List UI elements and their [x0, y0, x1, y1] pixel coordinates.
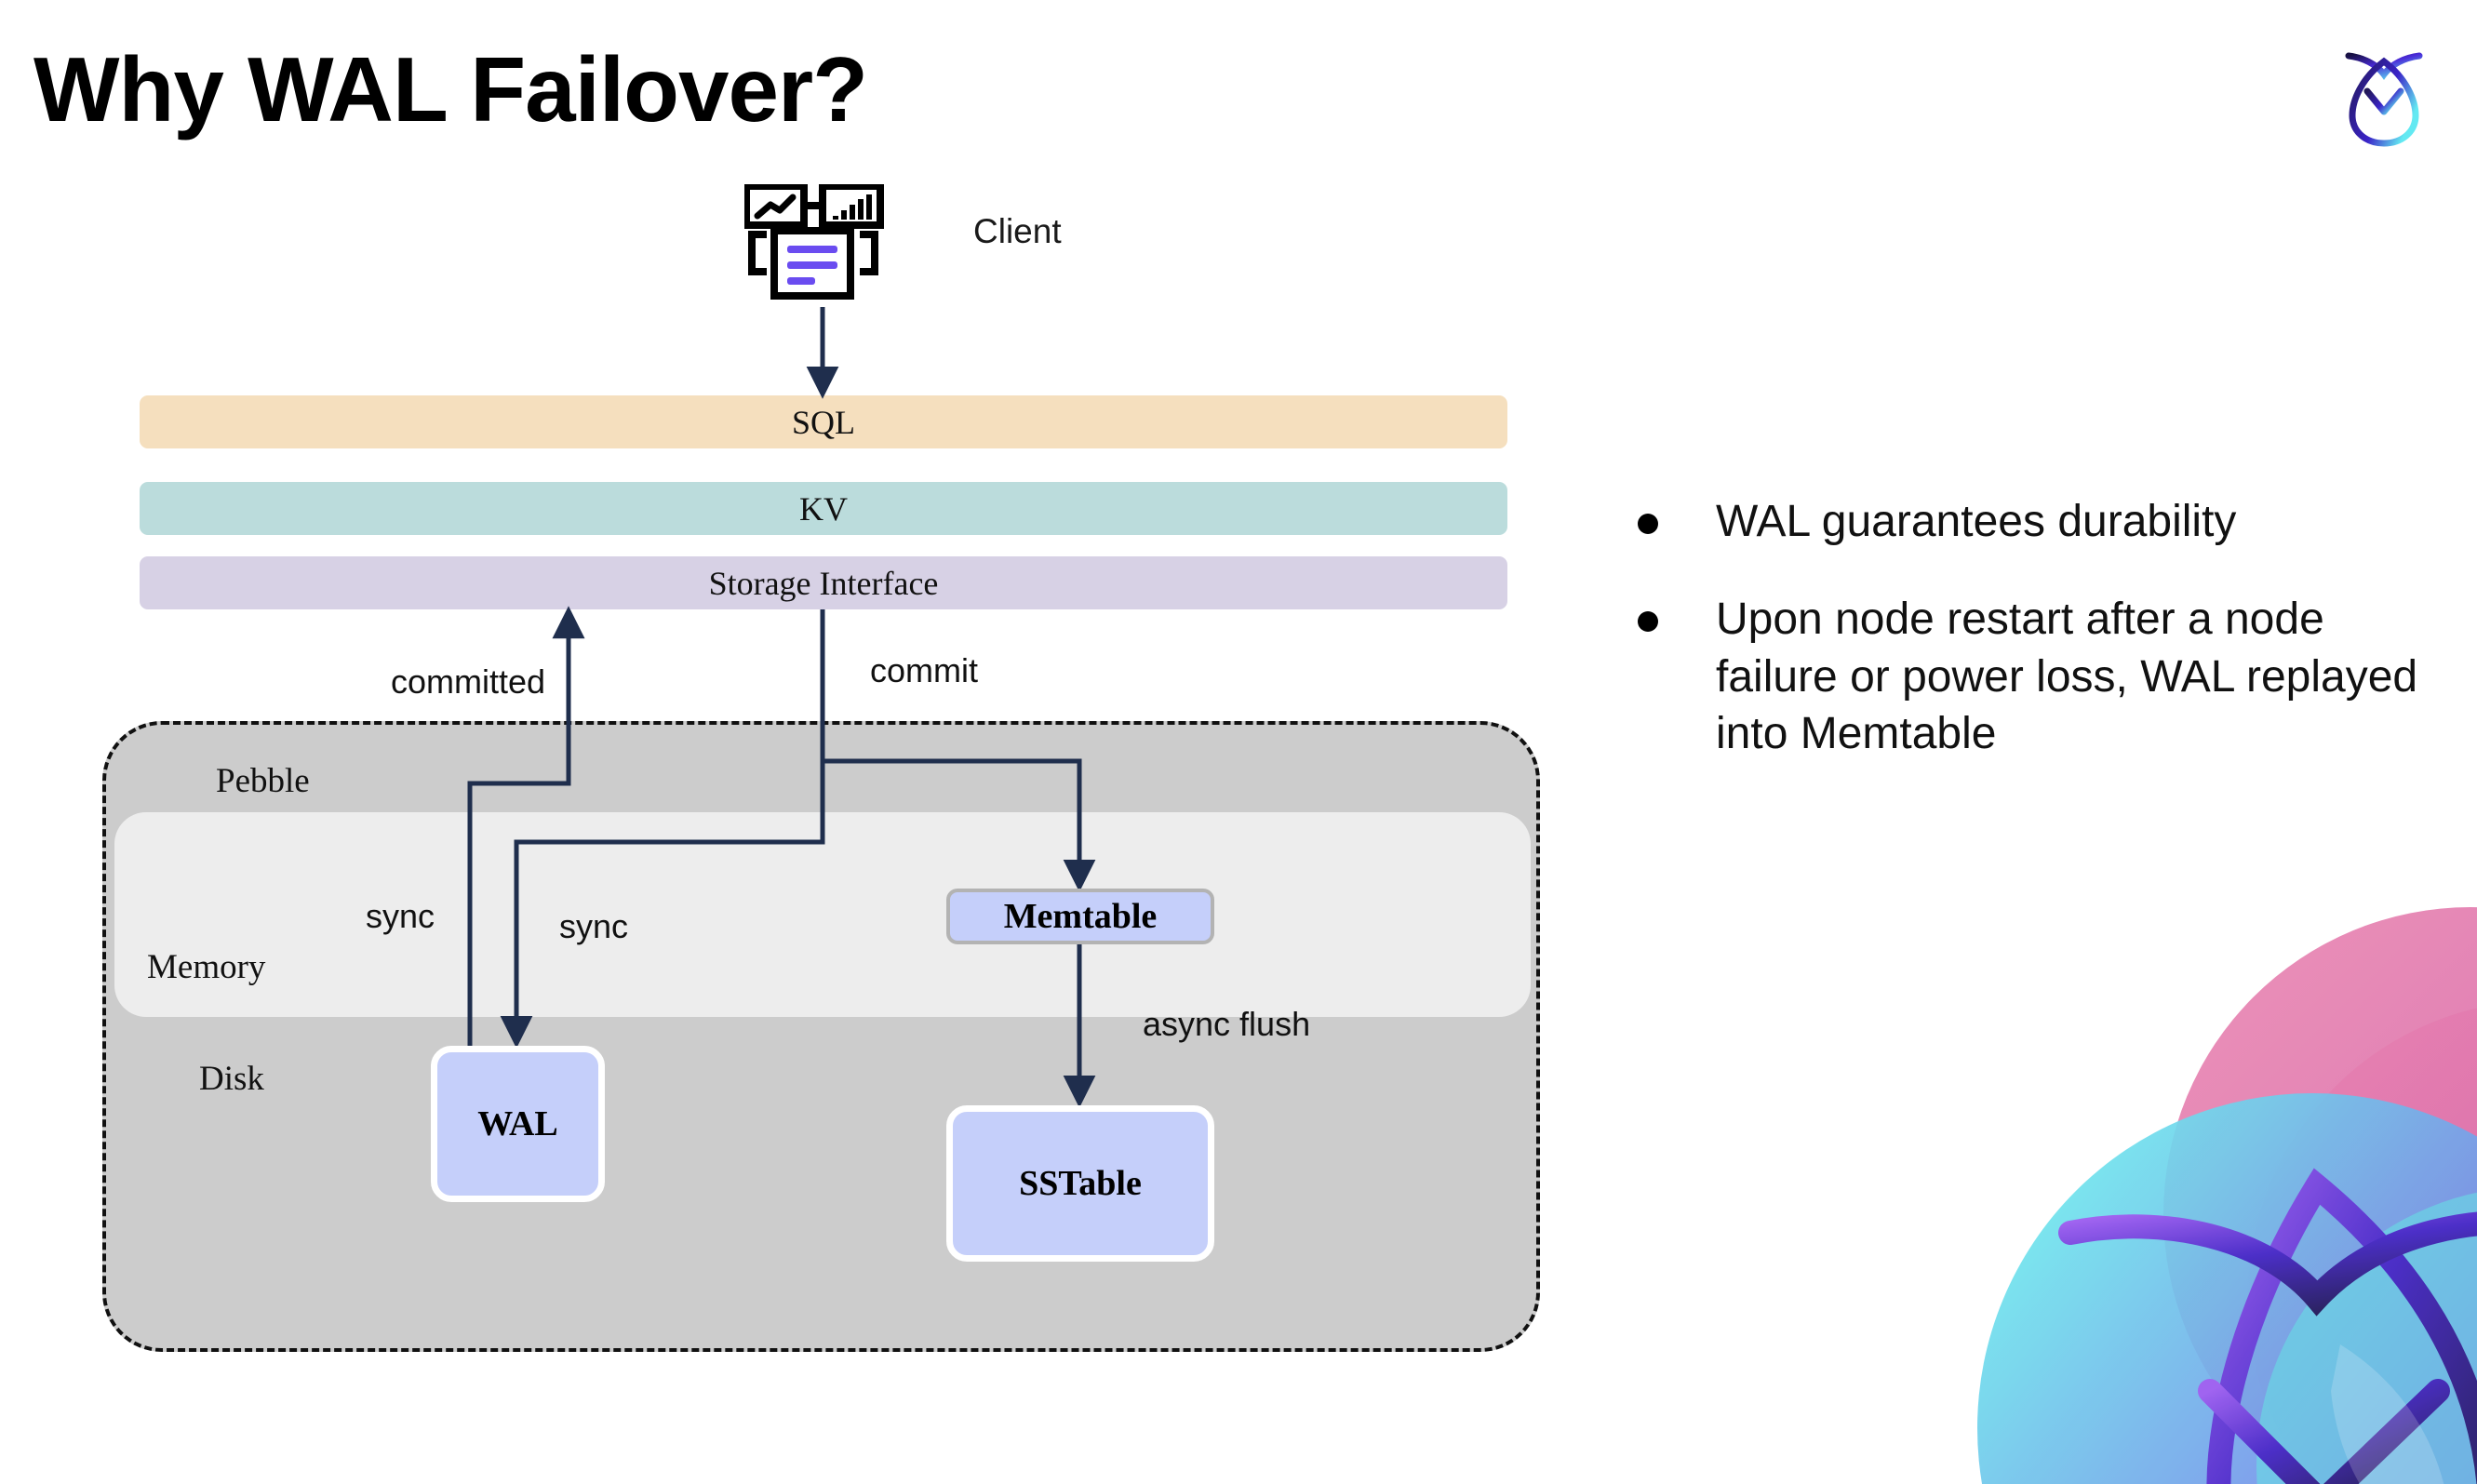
page-title: Why WAL Failover? [33, 38, 868, 140]
bullet-text: Upon node restart after a node failure o… [1716, 595, 2418, 759]
layer-bar-storage: Storage Interface [140, 556, 1507, 609]
layer-bar-kv: KV [140, 482, 1507, 535]
layer-bar-sql: SQL [140, 395, 1507, 448]
bullet-dot-icon [1638, 514, 1658, 534]
bullet-text: WAL guarantees durability [1716, 497, 2237, 546]
node-wal: WAL [431, 1046, 605, 1202]
layer-label-kv: KV [799, 489, 848, 528]
memory-label: Memory [147, 948, 266, 986]
edge-label-sync-right: sync [559, 907, 629, 945]
edge-label-commit: commit [870, 651, 978, 689]
bullet-list: WAL guarantees durability Upon node rest… [1638, 493, 2457, 804]
list-item: WAL guarantees durability [1638, 493, 2457, 550]
memory-region [114, 812, 1531, 1017]
layer-label-sql: SQL [791, 403, 855, 441]
client-label: Client [973, 212, 1062, 250]
list-item: Upon node restart after a node failure o… [1638, 591, 2457, 762]
disk-label: Disk [199, 1060, 264, 1098]
edge-label-committed: committed [391, 662, 546, 701]
layer-label-storage: Storage Interface [708, 564, 939, 602]
pebble-label: Pebble [216, 762, 310, 800]
node-memtable: Memtable [946, 889, 1214, 944]
edge-label-async-flush: async flush [1143, 1005, 1311, 1043]
edge-label-sync-left: sync [366, 897, 435, 935]
node-label-wal: WAL [477, 1104, 558, 1143]
bullet-dot-icon [1638, 611, 1658, 633]
node-label-sstable: SSTable [1019, 1164, 1142, 1203]
slide-canvas: Why WAL Failover? [33, 38, 2477, 1484]
client-terminal-icon [744, 184, 884, 300]
node-label-memtable: Memtable [1003, 897, 1158, 936]
cockroachdb-watermark-icon [1977, 907, 2477, 1484]
cockroachdb-logo-icon [2345, 52, 2423, 147]
node-sstable: SSTable [946, 1105, 1214, 1262]
